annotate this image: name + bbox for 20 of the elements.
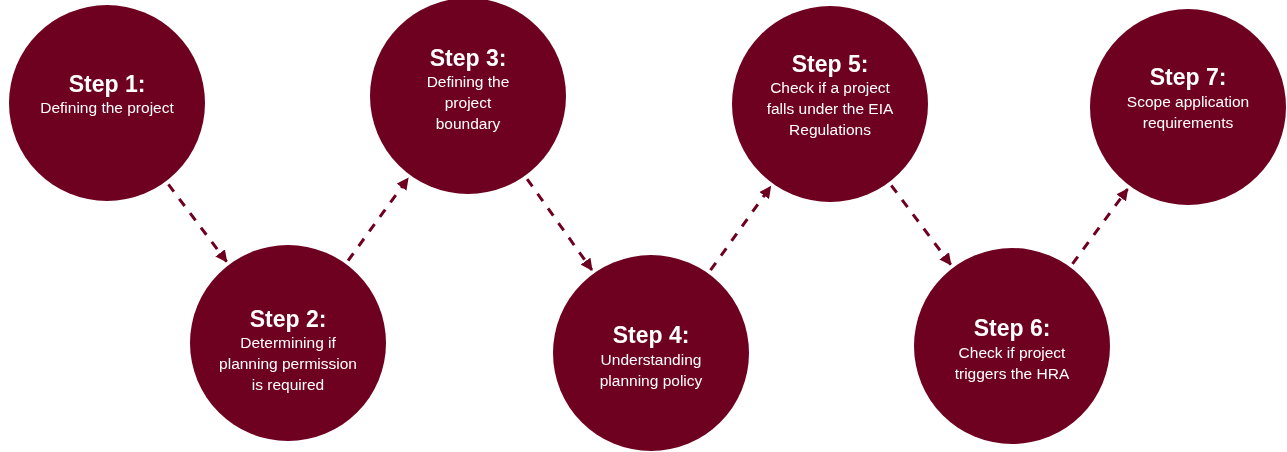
step-description: Check if project triggers the HRA — [953, 342, 1071, 384]
step-title: Step 6: — [973, 315, 1051, 342]
dashed-arrow — [709, 185, 772, 272]
step-title: Step 2: — [249, 305, 327, 333]
step-description: Scope application requirements — [1125, 91, 1251, 133]
step-title: Step 5: — [791, 50, 869, 78]
step-title: Step 4: — [612, 322, 690, 349]
dashed-arrow — [167, 183, 228, 263]
step-description: Check if a project falls under the EIA Regulations — [765, 78, 895, 141]
dashed-arrow — [1071, 188, 1129, 265]
step-title: Step 7: — [1149, 64, 1227, 91]
step-title: Step 3: — [429, 44, 507, 72]
step-title: Step 1: — [68, 70, 146, 98]
step-description: Defining the project boundary — [425, 72, 511, 135]
step-description: Understanding planning policy — [598, 349, 704, 391]
dashed-arrow — [890, 184, 952, 266]
step-description: Defining the project — [39, 98, 175, 119]
step-description: Determining if planning permission is required — [218, 333, 358, 396]
dashed-arrow — [346, 177, 410, 262]
dashed-arrow — [525, 178, 594, 271]
